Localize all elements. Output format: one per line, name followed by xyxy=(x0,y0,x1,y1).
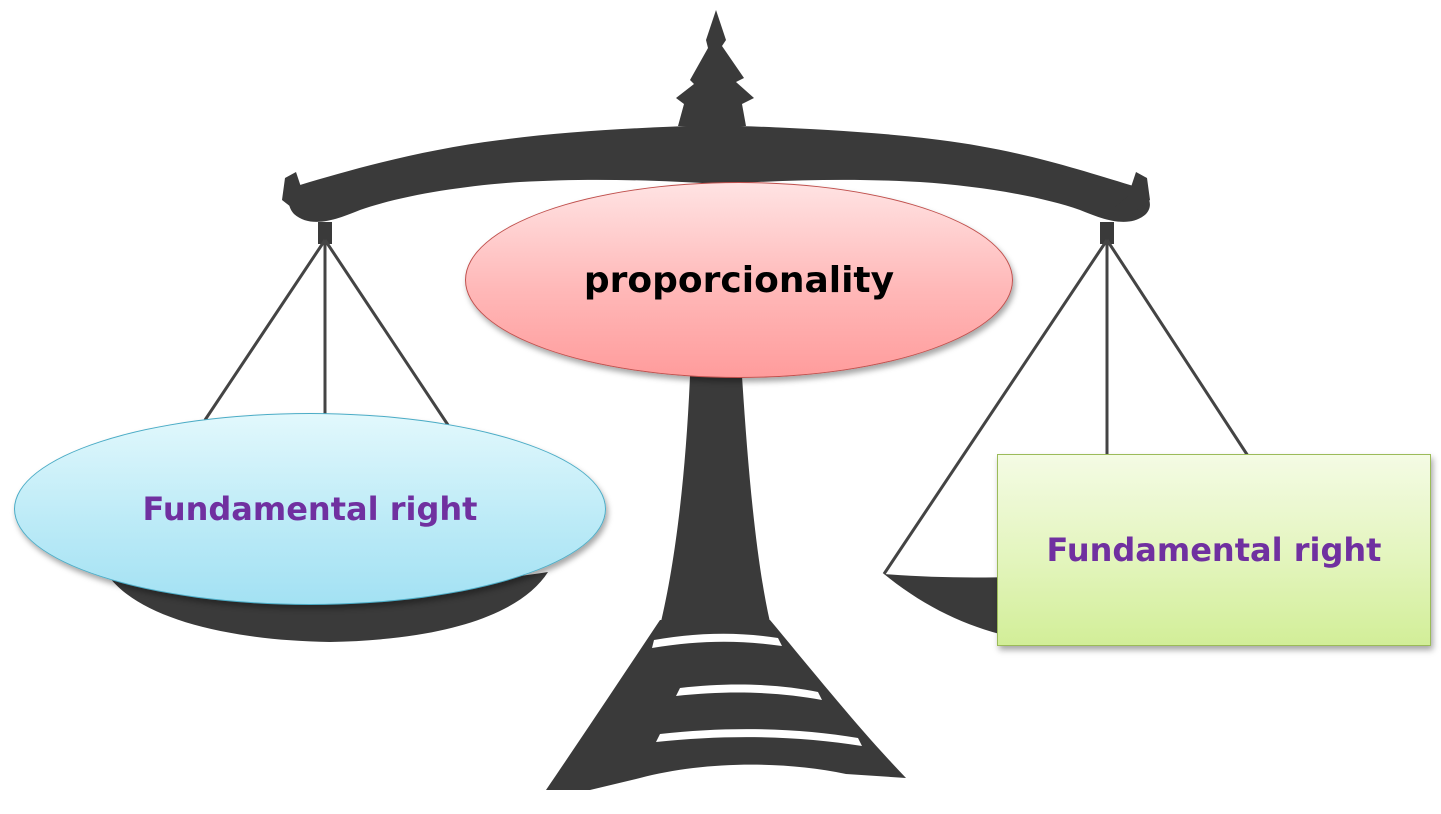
scale-base xyxy=(546,620,906,790)
right-fundamental-right-label: Fundamental right xyxy=(1046,531,1382,569)
scale-right-nub xyxy=(1100,222,1114,244)
right-string-inner xyxy=(1105,239,1250,457)
scale-base-groove-2 xyxy=(676,684,822,700)
proportionality-ellipse: proporcionality xyxy=(465,182,1013,378)
proportionality-label: proporcionality xyxy=(583,259,895,301)
scale-left-nub xyxy=(318,222,332,244)
right-fundamental-right-box: Fundamental right xyxy=(997,454,1431,646)
scale-base-groove-1 xyxy=(652,633,782,648)
left-fundamental-right-label: Fundamental right xyxy=(142,490,478,528)
left-string-inner xyxy=(323,239,450,426)
left-fundamental-right-ellipse: Fundamental right xyxy=(14,413,606,605)
left-string-outer xyxy=(203,239,327,421)
scale-pillar xyxy=(660,376,770,626)
scale-beam xyxy=(288,126,1150,222)
scale-right-hook xyxy=(1114,172,1150,214)
scale-finial xyxy=(676,10,754,128)
right-string-outer xyxy=(882,239,1109,575)
scale-base-groove-3 xyxy=(656,729,862,746)
scale-left-hook xyxy=(282,172,318,214)
